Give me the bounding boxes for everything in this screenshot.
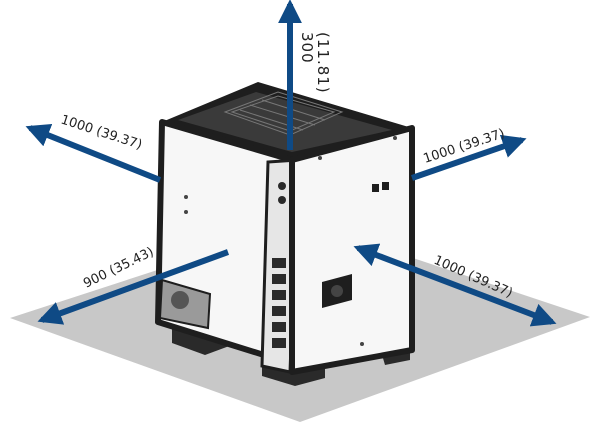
inverter-front-panel xyxy=(289,125,415,375)
lower-left-bay xyxy=(158,278,212,330)
panel-screws xyxy=(184,136,397,346)
dim-top-imperial: (11.81) xyxy=(314,32,332,94)
clearance-arrows xyxy=(25,0,557,327)
arrow-right-rear xyxy=(411,134,527,181)
dc-connectors xyxy=(272,182,286,348)
arrow-left-rear xyxy=(25,123,162,183)
dim-top-value: 300 xyxy=(298,32,316,64)
arrow-right-front xyxy=(353,243,557,327)
status-leds xyxy=(372,182,389,192)
dc-switch xyxy=(322,274,352,308)
arrow-left-front xyxy=(37,249,230,325)
